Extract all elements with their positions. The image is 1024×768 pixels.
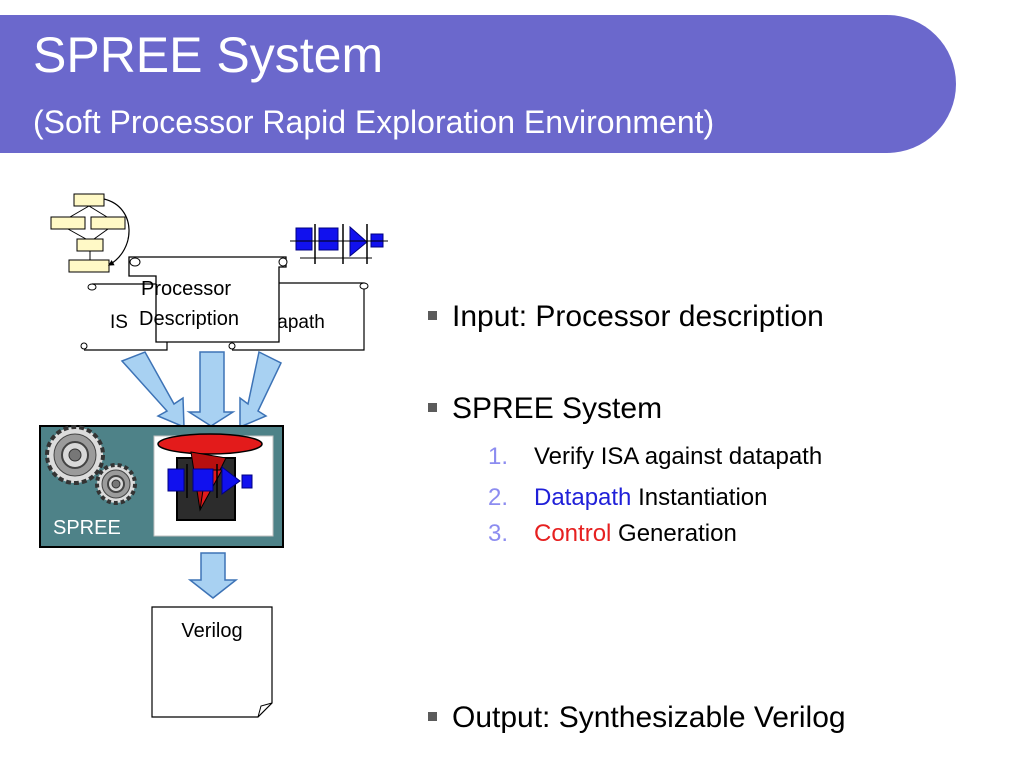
- verilog-label: Verilog: [181, 620, 242, 642]
- square-bullet-icon: [428, 310, 437, 320]
- isa-scroll-label: IS: [110, 312, 128, 333]
- spree-label: SPREE: [53, 517, 121, 539]
- processor-label-line2: Description: [139, 308, 239, 330]
- verilog-document: Verilog: [151, 606, 273, 718]
- bullet-system-text: SPREE System: [452, 392, 663, 425]
- step-1: 1. Verify ISA against datapath: [488, 445, 822, 469]
- bullet-list: Input: Processor description SPREE Syste…: [428, 0, 1008, 768]
- step-3-text: Generation: [611, 520, 737, 547]
- output-arrow: [187, 552, 239, 599]
- datapath-circuit-icon: [290, 224, 388, 264]
- title-banner: [0, 15, 956, 153]
- datapath-scroll-label: tapath: [272, 312, 325, 333]
- square-bullet-icon: [428, 402, 437, 412]
- bullet-input: Input: Processor description: [428, 302, 824, 332]
- slide-subtitle: (Soft Processor Rapid Exploration Enviro…: [33, 104, 715, 140]
- step-2-text: Instantiation: [631, 484, 768, 511]
- step-3-number: 3.: [488, 520, 509, 547]
- processor-label-line1: Processor: [141, 278, 231, 300]
- gear-icon: [45, 425, 137, 505]
- isa-flowchart-icon: [50, 193, 130, 273]
- bullet-output: Output: Synthesizable Verilog: [428, 703, 846, 733]
- step-2-number: 2.: [488, 484, 509, 511]
- bullet-output-text: Output: Synthesizable Verilog: [452, 701, 846, 734]
- synthesis-chip-icon: [157, 433, 263, 521]
- step-2: 2. Datapath Instantiation: [488, 486, 768, 510]
- step-2-emphasis: Datapath: [534, 484, 632, 511]
- step-1-number: 1.: [488, 443, 509, 470]
- bullet-system: SPREE System: [428, 394, 662, 424]
- slide-title: SPREE System: [33, 27, 384, 83]
- step-3: 3. Control Generation: [488, 522, 737, 546]
- bullet-input-text: Input: Processor description: [452, 300, 824, 333]
- square-bullet-icon: [428, 711, 437, 721]
- processor-description-scroll: Processor Description: [128, 256, 288, 343]
- step-1-text: Verify ISA against datapath: [534, 443, 823, 470]
- input-arrows: [120, 350, 282, 429]
- step-3-emphasis: Control: [534, 520, 612, 547]
